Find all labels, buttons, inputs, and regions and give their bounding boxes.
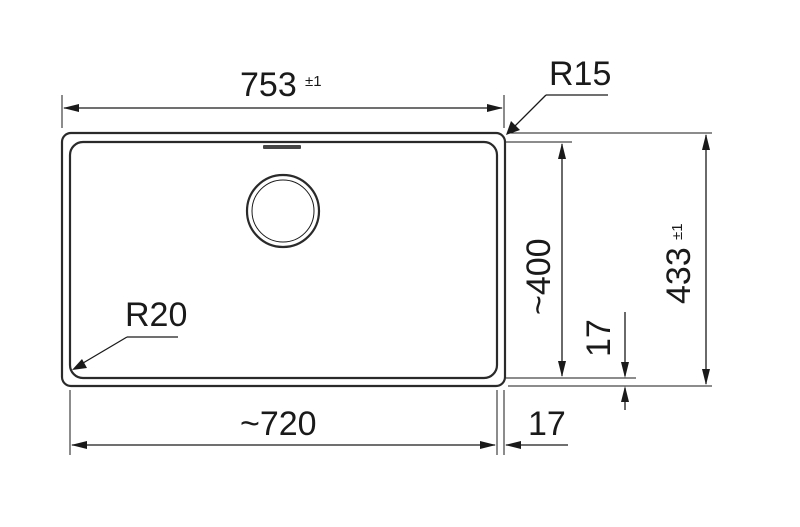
arrowhead-flange-bottom-lower xyxy=(621,386,629,402)
arrowhead-total-height-bottom xyxy=(702,369,710,385)
sink-outer-rim xyxy=(60,131,507,388)
arrowhead-top-right xyxy=(487,104,503,112)
r20-arrowhead xyxy=(72,359,87,370)
drain-inner-ring xyxy=(251,179,315,243)
total-height-label: 433 xyxy=(660,247,698,304)
r15-arrowhead xyxy=(506,121,520,135)
arrowhead-bowl-depth-top xyxy=(558,143,566,159)
arrowhead-top-left xyxy=(63,104,79,112)
top-width-label: 753 xyxy=(240,66,297,104)
bowl-depth-label: ~400 xyxy=(520,238,558,315)
arrowhead-bowl-width-left xyxy=(71,441,87,449)
arrowhead-flange-right xyxy=(505,441,521,449)
drain-outer-ring xyxy=(245,173,321,249)
flange-right-label: 17 xyxy=(528,405,566,443)
total-height-tolerance: ±1 xyxy=(669,223,686,240)
arrowhead-bowl-width-right xyxy=(480,441,496,449)
outer-radius-label: R15 xyxy=(549,55,611,93)
overflow-slot xyxy=(263,145,301,149)
top-width-tolerance: ±1 xyxy=(305,73,322,90)
r20-leader xyxy=(77,336,128,367)
arrowhead-total-height-top xyxy=(702,134,710,150)
bowl-width-label: ~720 xyxy=(240,405,317,443)
flange-bottom-label: 17 xyxy=(580,319,618,357)
r15-leader xyxy=(509,94,547,132)
arrowhead-flange-bottom-upper xyxy=(621,362,629,378)
arrowhead-bowl-depth-bottom xyxy=(558,361,566,377)
sink-inner-bowl xyxy=(68,140,499,380)
inner-radius-label: R20 xyxy=(125,296,187,334)
